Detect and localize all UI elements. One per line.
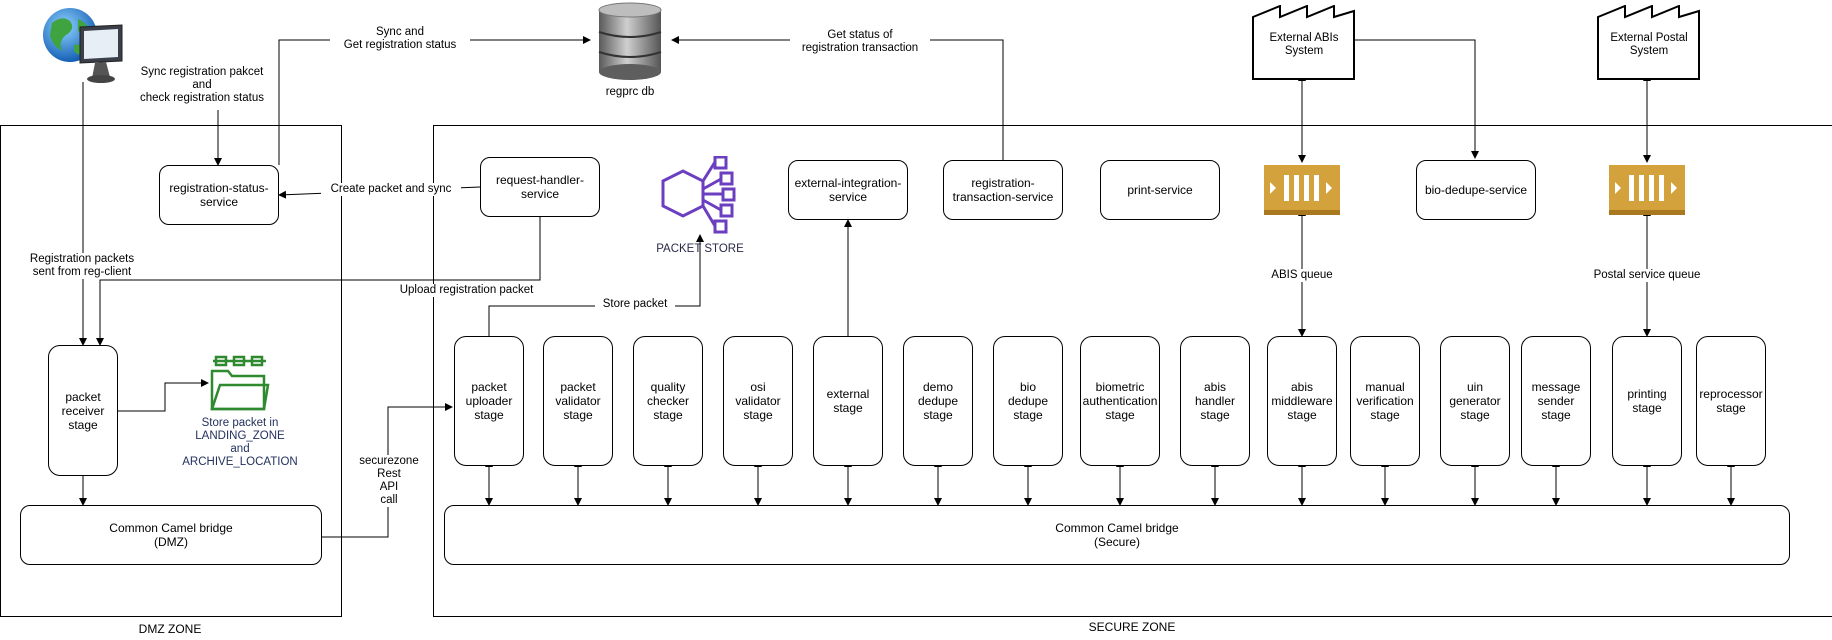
factory-icon (1597, 4, 1700, 80)
stage-osi-validator[interactable]: osi validator stage (723, 336, 793, 466)
computer-globe-icon (40, 5, 125, 85)
stage-abis-handler[interactable]: abis handler stage (1180, 336, 1250, 466)
factory-icon (1252, 4, 1355, 80)
edge-label-packets-sent: Registration packets sent from reg-clien… (22, 253, 142, 279)
packet-store-label: PACKET STORE (656, 243, 744, 255)
edge-label-sync-status: Sync registration pakcet and check regis… (126, 66, 278, 105)
registration-transaction-service[interactable]: registration- transaction-service (943, 160, 1063, 220)
edge-label-store-packet: Store packet (595, 298, 675, 311)
external-postal-system: External Postal System (1610, 32, 1688, 57)
edge-label-sync-get: Sync and Get registration status (330, 26, 470, 52)
dmz-zone-label: DMZ ZONE (138, 622, 202, 636)
stage-printing[interactable]: printing stage (1612, 336, 1682, 466)
stage-biometric-authentication[interactable]: biometric authentication stage (1080, 336, 1160, 466)
packet-store-icon (659, 155, 741, 238)
external-integration-service[interactable]: external-integration- service (788, 160, 908, 220)
bio-dedupe-service[interactable]: bio-dedupe-service (1416, 160, 1536, 220)
stage-manual-verification[interactable]: manual verification stage (1350, 336, 1420, 466)
external-abis-system: External ABIs System (1269, 32, 1339, 57)
database-icon (597, 2, 663, 82)
edge-label-create-packet: Create packet and sync (321, 183, 461, 196)
stage-quality-checker[interactable]: quality checker stage (633, 336, 703, 466)
edge-label-securezone-api: securezone Rest API call (350, 455, 428, 507)
secure-zone-label: SECURE ZONE (1088, 620, 1176, 634)
stage-packet-validator[interactable]: packet validator stage (543, 336, 613, 466)
stage-uin-generator[interactable]: uin generator stage (1440, 336, 1510, 466)
registration-status-service[interactable]: registration-status- service (159, 165, 279, 225)
camel-bridge-dmz: Common Camel bridge (DMZ) (20, 505, 322, 565)
stage-reprocessor[interactable]: reprocessor stage (1696, 336, 1766, 466)
edge-label-upload-packet: Upload registration packet (384, 284, 549, 297)
postal-queue-label: Postal service queue (1587, 269, 1707, 282)
edge-label-get-status-txn: Get status of registration transaction (790, 29, 930, 55)
packet-receiver-stage[interactable]: packet receiver stage (48, 345, 118, 476)
print-service[interactable]: print-service (1100, 160, 1220, 220)
request-handler-service[interactable]: request-handler- service (480, 157, 600, 217)
stage-abis-middleware[interactable]: abis middleware stage (1267, 336, 1337, 466)
stage-packet-uploader[interactable]: packet uploader stage (454, 336, 524, 466)
stage-demo-dedupe[interactable]: demo dedupe stage (903, 336, 973, 466)
store-packet-label: Store packet in LANDING_ZONE and ARCHIVE… (182, 417, 298, 468)
stage-bio-dedupe[interactable]: bio dedupe stage (993, 336, 1063, 466)
camel-bridge-secure: Common Camel bridge (Secure) (444, 505, 1790, 565)
folder-chip-icon (208, 355, 270, 411)
db-label: regprc db (605, 86, 655, 98)
abis-queue-label: ABIS queue (1262, 269, 1342, 282)
stage-message-sender[interactable]: message sender stage (1521, 336, 1591, 466)
queue-icon (1264, 165, 1340, 215)
queue-icon (1609, 165, 1685, 215)
stage-external[interactable]: external stage (813, 336, 883, 466)
